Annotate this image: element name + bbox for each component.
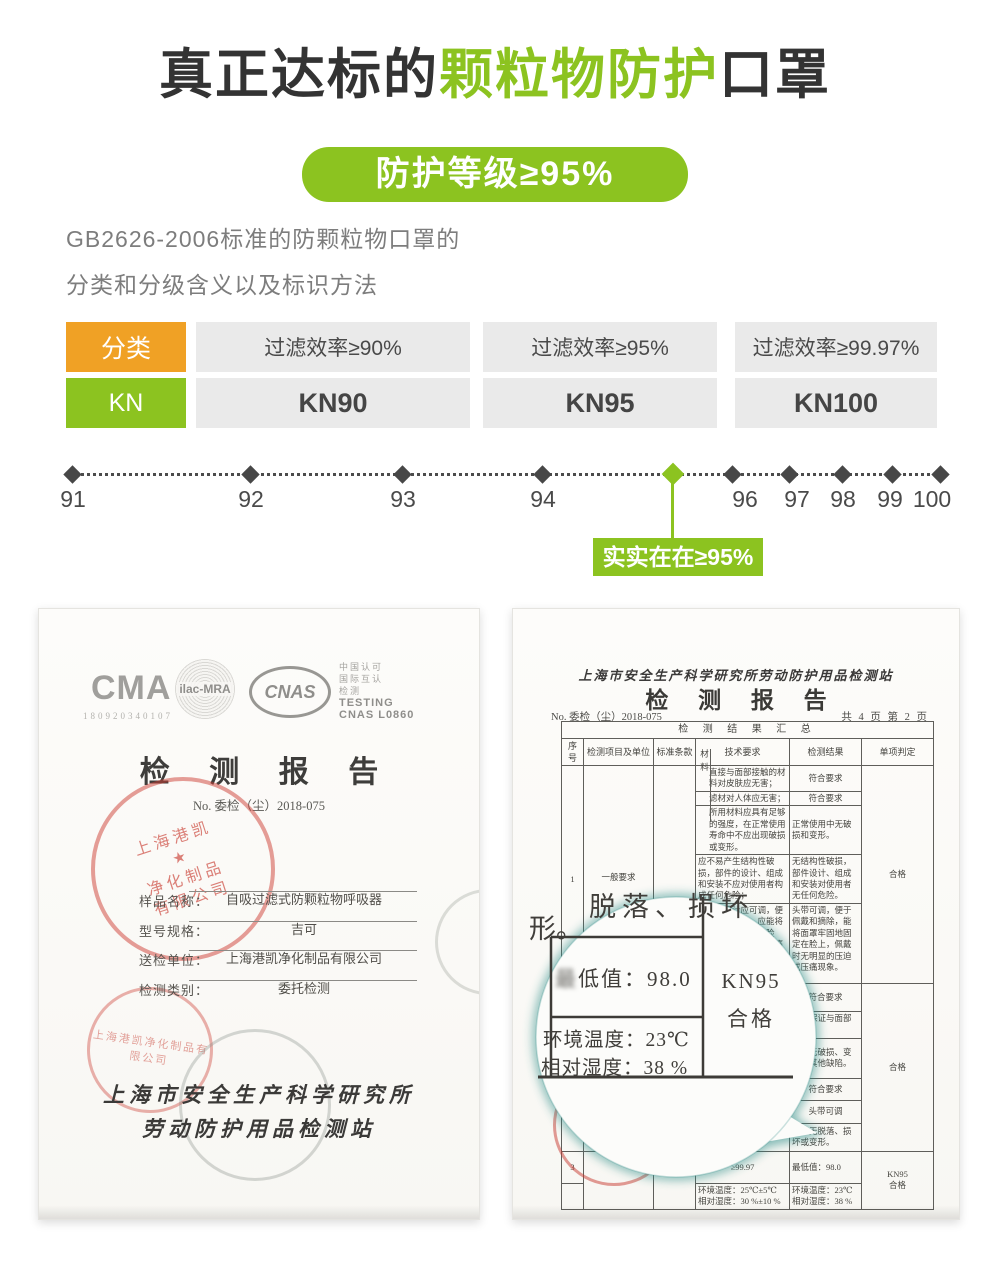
filter-efficiency-scale: 91 92 93 94 96 97 98 99 100 实实在在≥95% <box>0 455 990 590</box>
verdict: KN95 合格 <box>860 1150 935 1210</box>
test-result: 符合要求 <box>789 790 862 807</box>
verdict: 合格 <box>860 764 935 984</box>
page-title: 真正达标的颗粒物防护口罩 <box>0 42 990 108</box>
org-header: 上海市安全生产科学研究所劳动防护用品检测站 <box>578 668 894 683</box>
gray-stamp-bottom <box>179 1029 331 1181</box>
material-group-label: 材料 <box>699 749 711 822</box>
scale-callout: 实实在在≥95% <box>593 538 763 576</box>
kn-head-cell: KN <box>66 378 186 428</box>
report-number: No. 委检（尘）2018-075 <box>551 712 662 723</box>
verdict: 合格 <box>860 982 935 1152</box>
scale-diamond <box>883 465 902 484</box>
scale-diamond <box>533 465 552 484</box>
intro-line-1: GB2626-2006标准的防颗粒物口罩的 <box>66 226 461 252</box>
scale-tick: 92 <box>238 486 264 512</box>
title-prefix: 真正达标的 <box>159 45 439 105</box>
page-info: 共 4 页 第 2 页 <box>841 712 929 723</box>
test-result: 最低值：98.0 <box>789 1150 862 1184</box>
certificate-right: 上海市安全生产科学研究所劳动防护用品检测站 检 测 报 告 No. 委检（尘）2… <box>512 608 960 1220</box>
field-label: 型号规格： <box>139 924 210 939</box>
accred-line: TESTING <box>339 697 394 709</box>
kn-grade-cell: KN100 <box>735 378 937 428</box>
scale-tick: 91 <box>60 486 86 512</box>
scale-tick: 93 <box>390 486 416 512</box>
field-underline <box>189 950 417 951</box>
scale-tick: 100 <box>912 486 952 512</box>
scale-connector-line <box>671 482 674 538</box>
field-value: 上海港凯净化制品有限公司 <box>225 951 382 966</box>
field-label: 检测类别： <box>139 983 210 998</box>
issuing-org-line-1: 上海市安全生产科学研究所 <box>103 1083 415 1107</box>
scale-diamond <box>833 465 852 484</box>
filter-efficiency-cell: 过滤效率≥90% <box>196 322 470 372</box>
scale-tick: 99 <box>877 486 903 512</box>
scale-diamond <box>723 465 742 484</box>
col-header: 检测结果 <box>789 737 862 766</box>
report-title: 检 测 报 告 <box>139 756 395 789</box>
filter-efficiency-cell: 过滤效率≥99.97% <box>735 322 937 372</box>
field-underline <box>189 891 417 892</box>
test-result: 正常使用中无破损和变形。 <box>789 805 862 856</box>
protection-level-badge: 防护等级≥95% <box>302 147 688 202</box>
test-result: 无结构性破损，部件设计、组成和安装对使用者无任何危险。 <box>789 854 862 904</box>
stamp-company-text: 上海港凯 ★ 净化制品 有限公司 <box>72 758 294 980</box>
certificate-left: CMA 180920340107 ilac-MRA CNAS 中国认可 国际互认… <box>38 608 480 1220</box>
intro-line-2: 分类和分级含义以及标识方法 <box>66 272 378 298</box>
scale-dotted-line <box>70 473 947 476</box>
class-head-cell: 分类 <box>66 322 186 372</box>
col-header: 单项判定 <box>860 737 935 766</box>
gray-stamp-right <box>435 889 479 995</box>
cma-number: 180920340107 <box>83 711 173 721</box>
col-header: 标准条款 <box>653 737 696 766</box>
col-header: 检测项目及单位 <box>583 737 654 766</box>
field-value: 委托检测 <box>277 981 330 996</box>
cma-logo: CMA <box>91 669 172 707</box>
scale-tick: 97 <box>784 486 810 512</box>
accreditation-text: 中国认可 国际互认 检测 TESTING CNAS L0860 <box>339 661 414 721</box>
magnifier-bubble <box>533 894 823 1180</box>
field-value: 吉可 <box>290 922 317 937</box>
kn-grade-cell: KN95 <box>483 378 717 428</box>
field-underline <box>189 921 417 922</box>
summary-title: 检 测 结 果 汇 总 <box>560 721 935 739</box>
accred-line: 检测 <box>339 686 362 696</box>
scale-tick: 94 <box>530 486 556 512</box>
field-label: 送检单位： <box>139 953 210 968</box>
test-result: 符合要求 <box>789 764 862 792</box>
col-header: 序号 <box>561 737 584 766</box>
issuing-org-line-2: 劳动防护用品检测站 <box>142 1117 376 1141</box>
scale-diamond <box>63 465 82 484</box>
ilac-mra-logo: ilac-MRA <box>175 659 235 719</box>
classification-table-row-1: 分类 过滤效率≥90% 过滤效率≥95% 过滤效率≥99.97% <box>66 322 937 372</box>
tech-requirement: 滤材对人体应无害； <box>695 790 790 807</box>
filter-efficiency-cell: 过滤效率≥95% <box>483 322 717 372</box>
accred-line: 中国认可 <box>339 662 384 672</box>
field-underline <box>189 980 417 981</box>
field-value: 自吸过滤式防颗粒物呼吸器 <box>225 892 382 907</box>
test-result: 头带可调，便于佩戴和摘除，能将面罩牢固地固定在脸上，佩戴时无明显的压迫或压痛现象… <box>789 902 862 984</box>
magnifier-lens <box>535 896 817 1178</box>
magnified-table-lines <box>538 897 793 1079</box>
scale-diamond <box>241 465 260 484</box>
kn-grade-cell: KN90 <box>196 378 470 428</box>
scale-diamond <box>780 465 799 484</box>
accred-line: 国际互认 <box>339 674 384 684</box>
scale-tick: 98 <box>830 486 856 512</box>
classification-table-row-2: KN KN90 KN95 KN100 <box>66 378 937 428</box>
report-title: 检 测 报 告 <box>645 688 839 713</box>
ilac-mra-label: ilac-MRA <box>178 682 232 696</box>
title-suffix: 口罩 <box>719 45 831 105</box>
cnas-logo: CNAS <box>249 666 331 718</box>
field-label: 样品名称： <box>139 894 210 909</box>
cnas-label: CNAS <box>264 681 316 702</box>
scale-tick: 96 <box>732 486 758 512</box>
red-company-stamp: 上海港凯 ★ 净化制品 有限公司 <box>91 777 275 961</box>
intro-text: GB2626-2006标准的防颗粒物口罩的 分类和分级含义以及标识方法 <box>66 216 460 308</box>
scale-diamond <box>393 465 412 484</box>
scale-diamond <box>931 465 950 484</box>
accred-line: CNAS L0860 <box>339 709 415 721</box>
title-highlight: 颗粒物防护 <box>439 45 719 105</box>
